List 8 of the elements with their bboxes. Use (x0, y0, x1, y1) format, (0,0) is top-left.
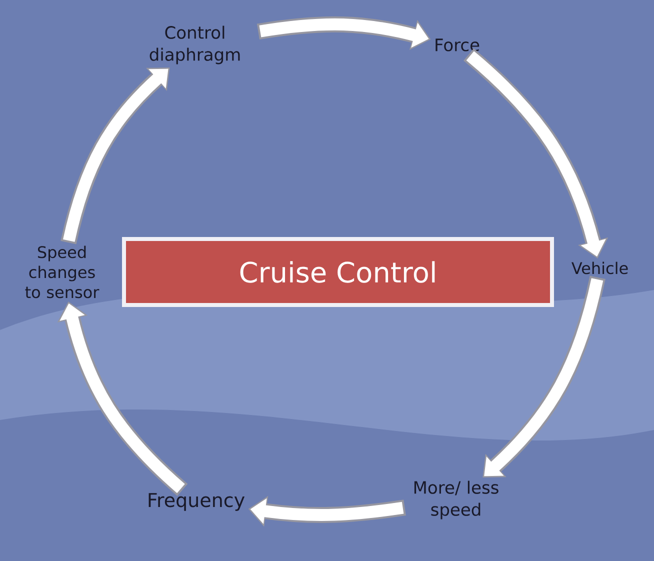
step-label: Vehicle (572, 262, 628, 274)
step-label: More/ less speed (414, 480, 498, 520)
step-label: Speed changes to sensor (25, 246, 100, 298)
arrow (482, 276, 606, 478)
title-box: Cruise Control (122, 237, 554, 307)
step-label: Force (436, 38, 480, 52)
step-label: Control diaphragm (150, 26, 240, 64)
step-label: Frequency (148, 493, 245, 511)
